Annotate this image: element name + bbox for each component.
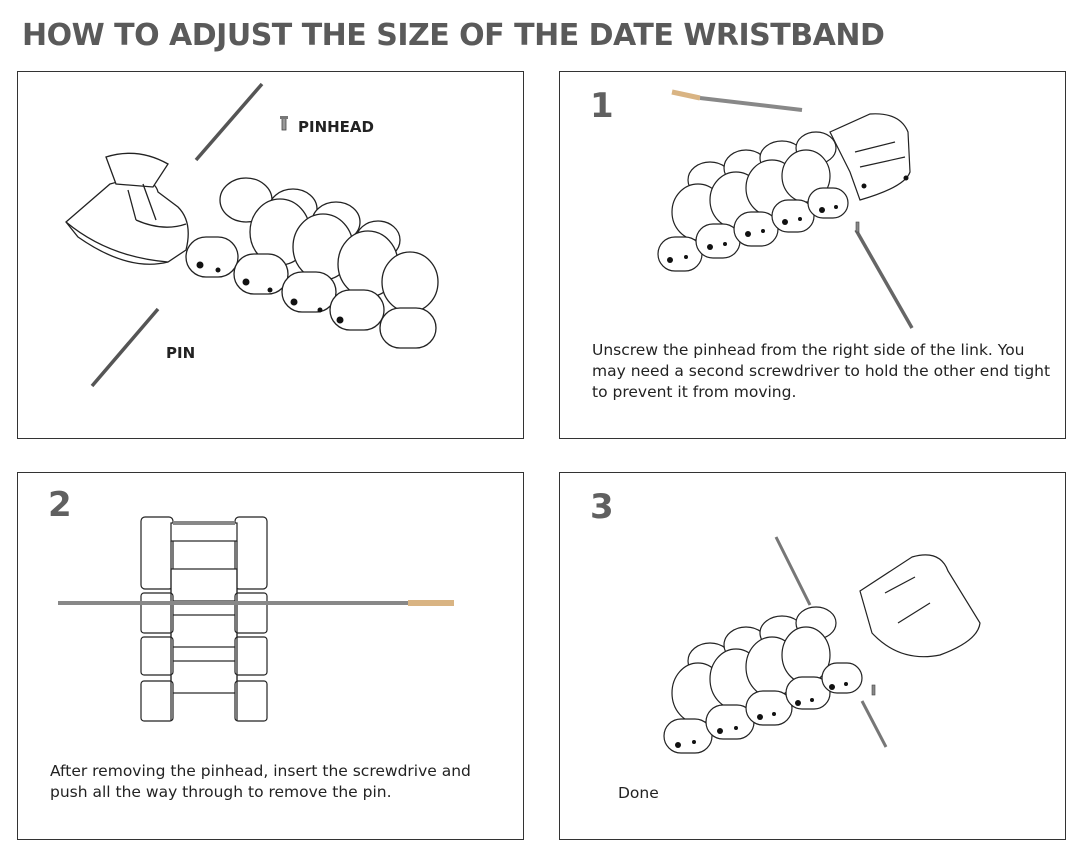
band-links (663, 554, 981, 754)
screwdriver-tip (671, 89, 701, 101)
screwdriver-shaft (699, 96, 803, 112)
panel-step-1: 1 Unscrew the pinhead from the right sid… (559, 71, 1066, 439)
pin-rod-bottom (90, 307, 160, 388)
panel-parts-overview: PINHEAD PIN (17, 71, 524, 439)
panel-step-3: 3 Done (559, 472, 1066, 840)
step-number: 1 (590, 86, 614, 126)
wristband-parts-illustration (65, 82, 439, 388)
pinhead-icon (871, 684, 876, 696)
step-number: 2 (48, 485, 72, 525)
page-title: HOW TO ADJUST THE SIZE OF THE DATE WRIST… (22, 18, 885, 53)
pinhead-icon (855, 221, 860, 233)
pin-rod (854, 229, 914, 329)
band-links (185, 177, 439, 349)
pin-rod-top (194, 82, 264, 162)
pinhead-icon (280, 116, 288, 131)
step-1-illustration (657, 89, 914, 329)
step-description: Unscrew the pinhead from the right side … (592, 341, 1051, 401)
pin-rod-bottom (860, 700, 888, 748)
pinhead-label: PINHEAD (298, 118, 374, 136)
link-holes (675, 682, 848, 748)
link-holes (196, 261, 344, 324)
end-link (65, 152, 189, 265)
step-description: After removing the pinhead, insert the s… (50, 762, 471, 801)
band-links (657, 113, 911, 272)
step-3-illustration (663, 536, 981, 754)
pin-label: PIN (166, 344, 196, 362)
panel-step-2: 2 After removing the pinhead, insert the… (17, 472, 524, 840)
step-number: 3 (590, 487, 614, 527)
step-description: Done (618, 784, 659, 802)
band-top-view (140, 516, 268, 722)
step-2-illustration (58, 516, 454, 722)
link-holes (667, 175, 909, 263)
pin-rod-top (774, 536, 812, 606)
